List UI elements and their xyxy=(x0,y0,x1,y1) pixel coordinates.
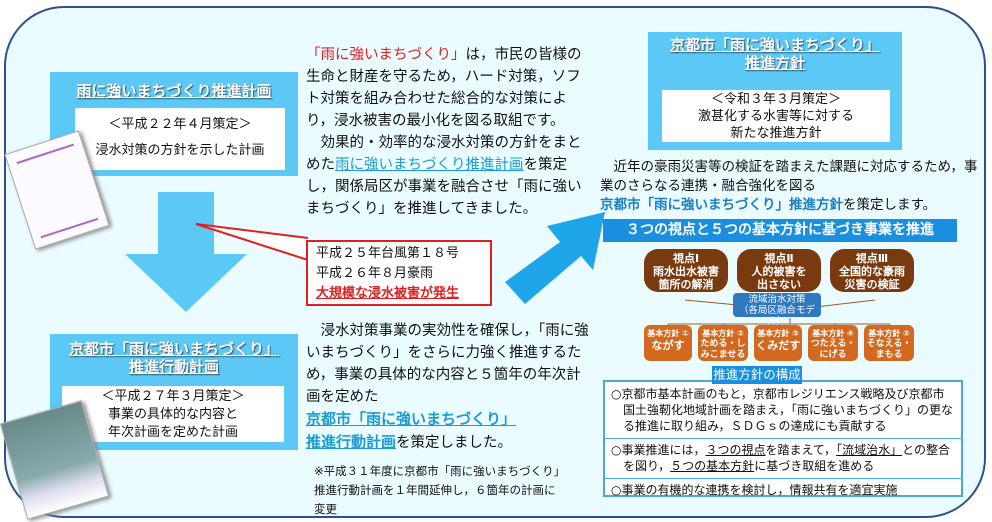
action-plan-paragraph: 浸水対策事業の実効性を確保し，「雨に強いまちづくり」をさらに力強く推進するため，… xyxy=(306,320,590,454)
intro-text-c: を策定し，関係局区が事業を融合させ「雨に強いまちづくり」を推進してきました。 xyxy=(306,157,582,217)
policy-title-2: 推進方針 xyxy=(744,54,805,72)
policy-label: 基本方針 ③ xyxy=(757,329,799,338)
plan-2010-desc: 浸水対策の方針を示した計画 xyxy=(95,143,265,158)
action-plan-title-1: 京都市「雨に強いまちづくり」 xyxy=(68,340,279,358)
viewpoint-label: 視点Ⅰ xyxy=(672,252,700,265)
policy-link[interactable]: 京都市「雨に強いまちづくり」推進方針 xyxy=(600,197,843,213)
policy-label: 基本方針 ① xyxy=(647,329,689,338)
action-text-a: 浸水対策事業の実効性を確保し，「雨に強いまちづくり」をさらに力強く推進するため，… xyxy=(306,323,589,405)
extension-note: ※平成３１年度に京都市「雨に強いまちづくり」推進行動計画を１年間延伸し，６箇年の… xyxy=(314,464,560,516)
callout-line-3: 大規模な浸水被害が発生 xyxy=(316,286,460,301)
callout-line-2: 平成２６年８月豪雨 xyxy=(316,266,434,281)
item2-text: を踏まえて， xyxy=(765,443,837,457)
viewpoint-text: 全国的な豪雨災害の検証 xyxy=(839,265,905,291)
policy-label: 基本方針 ④ xyxy=(812,329,854,338)
structure-title: 推進方針の構成 xyxy=(712,366,802,384)
policy-label: 基本方針 ② xyxy=(702,329,744,338)
down-arrow-icon xyxy=(125,192,247,312)
structure-item-1: ○京都市基本計画のもと，京都市レジリエンス戦略及び京都市国土強靭化地域計画を踏ま… xyxy=(611,387,954,433)
item2-underline: ５つの基本方針 xyxy=(670,459,755,473)
item2-text: との整合を図り， xyxy=(623,443,950,473)
action-plan-link-2[interactable]: 推進行動計画 xyxy=(306,433,397,451)
policy-date: ＜令和３年３月策定＞ xyxy=(710,92,841,107)
structure-box: ○京都市基本計画のもと，京都市レジリエンス戦略及び京都市国土強靭化地域計画を踏ま… xyxy=(603,380,963,497)
structure-item-2: ○事業推進には，３つの視点を踏まえて，「流域治水」との整合を図り，５つの基本方針… xyxy=(611,442,955,474)
policy-desc-1: 激甚化する水害等に対する xyxy=(697,109,854,124)
action-plan-date: ＜平成２７年３月策定＞ xyxy=(101,389,245,404)
item2-text: ○事業推進には， xyxy=(611,443,706,457)
item2-underline: 「流域治水」 xyxy=(836,443,903,457)
action-plan-link-1[interactable]: 京都市「雨に強いまちづくり」 xyxy=(306,410,517,428)
action-plan-card: 京都市「雨に強いまちづくり」 推進行動計画 ＜平成２７年３月策定＞ 事業の具体的… xyxy=(50,334,298,450)
policy-paragraph: 近年の豪雨災害等の検証を踏まえた課題に対応するため，事業のさらなる連携・融合強化… xyxy=(600,158,980,215)
action-plan-desc-2: 年次計画を定めた計画 xyxy=(107,425,238,440)
node-line-2: （各局区融合モデル） xyxy=(738,305,815,327)
action-plan-title-2: 推進行動計画 xyxy=(128,358,219,376)
policy-text: ながす xyxy=(651,339,685,352)
viewpoint-label: 視点Ⅱ xyxy=(764,252,794,265)
river-basin-node: 流域治水対策（各局区融合モデル） xyxy=(733,293,821,327)
policy-text: ためる・しみこませる xyxy=(700,339,746,360)
policy-desc-2: 新たな推進方針 xyxy=(730,126,822,141)
plan-2010-title: 雨に強いまちづくり推進計画 xyxy=(50,72,298,108)
action-text-b: を策定しました。 xyxy=(396,435,513,451)
highlight-red: 「雨に強いまちづくり」 xyxy=(306,47,466,63)
structure-item-3: ○事業の有機的な連携を検討し，情報共有を適宜実施 xyxy=(611,483,898,497)
viewpoint-label: 視点Ⅲ xyxy=(855,252,889,265)
action-plan-desc-1: 事業の具体的な内容と xyxy=(107,407,238,422)
viewpoint-text: 雨水出水被害箇所の解消 xyxy=(653,265,719,291)
diagonal-arrow-icon xyxy=(505,212,605,304)
policy-title-1: 京都市「雨に強いまちづくり」 xyxy=(669,36,880,54)
intro-paragraph: 「雨に強いまちづくり」は，市民の皆様の生命と財産を守るため，ハード対策，ソフト対… xyxy=(306,44,590,220)
intro-text-b: 効果的・効率的な浸水対策の方針をまとめた xyxy=(306,135,582,173)
policy-2021-card: 京都市「雨に強いまちづくり」 推進方針 ＜令和３年３月策定＞ 激甚化する水害等に… xyxy=(648,32,902,150)
strategy-banner: ３つの視点と５つの基本方針に基づき事業を推進 xyxy=(603,219,957,242)
intro-text-a: は，市民の皆様の生命と財産を守るため，ハード対策，ソフト対策を組み合わせた総合的… xyxy=(306,47,582,129)
plan-2010-date: ＜平成２２年４月策定＞ xyxy=(108,117,252,132)
node-line-1: 流域治水対策 xyxy=(748,294,806,305)
viewpoint-text: 人的被害を出さない xyxy=(751,265,807,291)
policy-text: くみだす xyxy=(755,339,801,352)
plan-2010-card: 雨に強いまちづくり推進計画 ＜平成２２年４月策定＞ 浸水対策の方針を示した計画 xyxy=(50,72,298,176)
policy-tail: を策定します。 xyxy=(843,197,937,213)
policy-text: そなえる・まもる xyxy=(866,339,912,360)
policy-label: 基本方針 ⑤ xyxy=(868,329,910,338)
item2-text: に基づき取組を進める xyxy=(754,459,875,473)
disaster-callout: 平成２５年台風第１８号 平成２６年８月豪雨 大規模な浸水被害が発生 xyxy=(306,240,492,306)
callout-pointer xyxy=(195,223,309,261)
callout-line-1: 平成２５年台風第１８号 xyxy=(316,246,460,261)
plan-2010-link[interactable]: 雨に強いまちづくり推進計画 xyxy=(335,157,524,173)
policy-text: つたえる・にげる xyxy=(810,339,856,360)
policy-text: 近年の豪雨災害等の検証を踏まえた課題に対応するため，事業のさらなる連携・融合強化… xyxy=(600,159,978,194)
item2-underline: ３つの視点 xyxy=(705,443,766,457)
